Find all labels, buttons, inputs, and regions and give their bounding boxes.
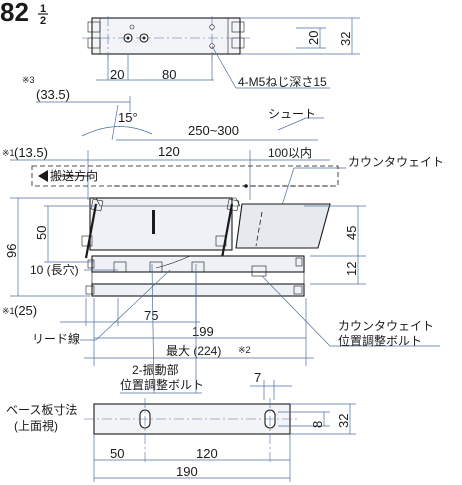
mount-block: [231, 37, 245, 49]
top-view: 20 32 20 80 4-M5ねじ深さ15 ※3 (33.5): [22, 16, 360, 112]
note1-value-a: (13.5): [14, 145, 48, 160]
direction-arrow-icon: [38, 170, 48, 182]
dim-100-max: 100以内: [268, 146, 312, 160]
dim-96: 96: [4, 244, 19, 258]
mount-block: [87, 37, 101, 49]
base-title-1: ベース板寸法: [6, 403, 77, 417]
note2-mark: ※2: [238, 345, 251, 355]
dim-20-top: 20: [306, 31, 321, 45]
vibration-label-1: 2-振動部: [132, 362, 179, 377]
dim-7: 7: [254, 370, 261, 385]
dim-190: 190: [176, 464, 198, 479]
dim-20-hole: 20: [110, 67, 124, 82]
bolt: [113, 261, 127, 273]
vibration-label-2: 位置調整ボルト: [120, 377, 204, 392]
mount-block: [231, 21, 245, 33]
chute-label: シュート: [268, 107, 316, 121]
lower-base: [91, 255, 305, 273]
chute-length: 250~300: [188, 123, 239, 138]
chute-outline: [31, 165, 339, 187]
base-title-2: (上面視): [14, 418, 58, 433]
note1-value-b: (25): [14, 303, 37, 318]
dim-12: 12: [344, 262, 359, 276]
mount-block: [87, 21, 101, 33]
figure-fraction-denominator: 2: [40, 15, 46, 27]
dim-120-side: 120: [158, 144, 180, 159]
note3-mark: ※3: [22, 75, 35, 85]
cw-bolt-label-1: カウンタウェイト: [338, 319, 434, 333]
bolt: [149, 261, 163, 273]
dim-199: 199: [192, 324, 214, 339]
thread-note: 4-M5ねじ深さ15: [238, 75, 327, 89]
figure-fraction-numerator: 1: [40, 3, 46, 15]
dim-50-base: 50: [110, 446, 124, 461]
bolt: [251, 265, 267, 277]
top-view-body: [91, 17, 241, 55]
conveying-direction: 搬送方向: [50, 168, 98, 183]
base-view: 2-振動部 位置調整ボルト 7 ベース板寸法 (上面視) 32 8 50 1: [6, 263, 356, 482]
angle-15: 15°: [118, 110, 138, 125]
lead-wire-label: リード線: [32, 331, 80, 346]
base-plate-side: [91, 283, 305, 297]
figure-number: 82: [0, 0, 29, 27]
dim-8: 8: [310, 421, 325, 428]
counterweight-body: [235, 203, 331, 249]
dim-32-base: 32: [336, 414, 351, 428]
feeder-slot: [152, 210, 155, 234]
side-view: 15° 250~300 シュート ※1 (13.5) 120 100以内 カウン…: [2, 104, 444, 366]
dim-80-hole: 80: [162, 67, 176, 82]
max-length: 最大 (224): [166, 344, 221, 358]
feeder-body: [89, 197, 233, 251]
note1-mark-a: ※1: [2, 148, 15, 158]
dim-45: 45: [344, 226, 359, 240]
counterweight-label: カウンタウェイト: [348, 155, 444, 169]
note1-mark-b: ※1: [2, 306, 15, 316]
dim-50-side: 50: [34, 226, 49, 240]
dim-32-top: 32: [338, 32, 353, 46]
cw-bolt-label-2: 位置調整ボルト: [338, 333, 422, 348]
slot-label: 10 (長穴): [30, 262, 79, 277]
bolt: [191, 261, 205, 273]
dim-120-base: 120: [196, 446, 218, 461]
dim-75: 75: [144, 308, 158, 323]
note3-value: (33.5): [36, 87, 70, 102]
